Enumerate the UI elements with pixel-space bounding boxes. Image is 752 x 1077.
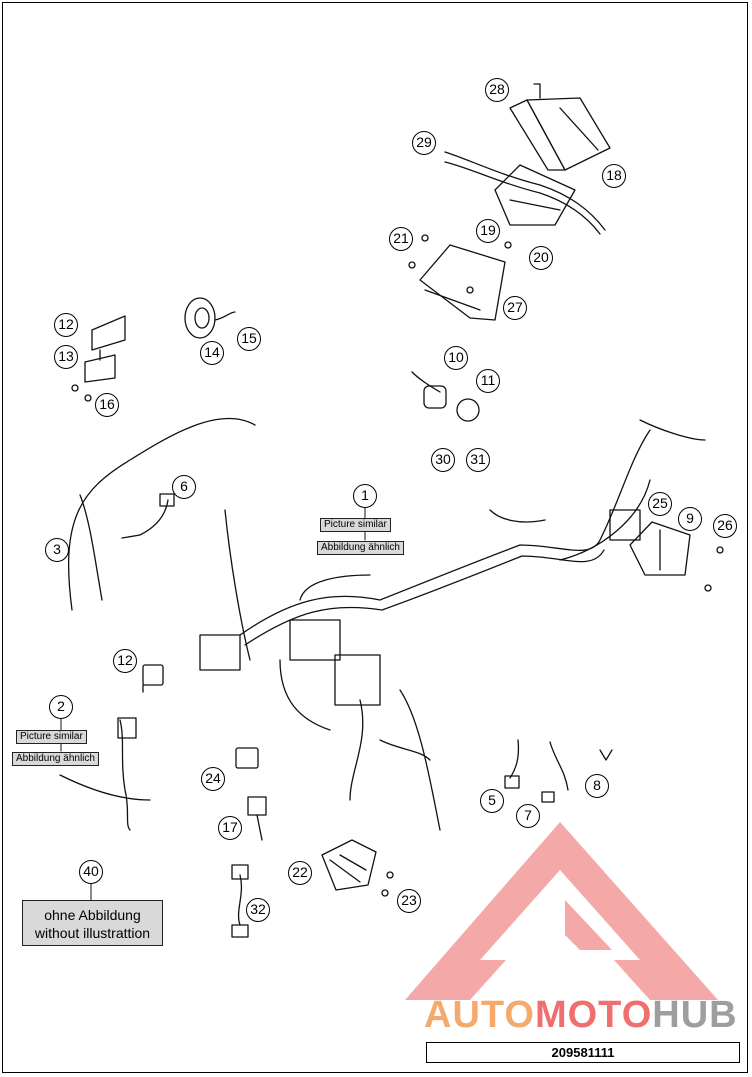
callout: 20 (529, 246, 553, 270)
callout: 24 (201, 767, 225, 791)
callout: 6 (172, 475, 196, 499)
callout: 31 (466, 448, 490, 472)
callout: 15 (237, 327, 261, 351)
watermark-text: AUTOMOTOHUB (424, 994, 738, 1037)
callout: 19 (476, 219, 500, 243)
callout: 9 (678, 507, 702, 531)
callout: 26 (713, 514, 737, 538)
callout: 13 (54, 345, 78, 369)
relay (142, 664, 164, 693)
callout: 11 (476, 369, 500, 393)
callout: 22 (288, 861, 312, 885)
callout: 17 (218, 816, 242, 840)
callout: 18 (602, 164, 626, 188)
cable-3 (68, 417, 256, 611)
main-wiring-harness (199, 419, 706, 831)
cable-tie (599, 749, 613, 761)
watermark-logo (405, 822, 718, 1000)
callout: 7 (516, 804, 540, 828)
abbildung-aehnlich-tag: Abbildung ähnlich (317, 541, 404, 555)
handlebar-switch (59, 717, 151, 831)
battery-strap (444, 151, 606, 235)
picture-similar-tag: Picture similar (16, 730, 87, 744)
note-line-en: without illustrattion (34, 925, 151, 941)
picture-similar-tag: Picture similar (320, 518, 391, 532)
callout: 12 (54, 313, 78, 337)
sensor-7 (541, 741, 569, 803)
callout: 21 (389, 227, 413, 251)
callout: 28 (485, 78, 509, 102)
without-illustration-note: ohne Abbildung without illustrattion (22, 900, 163, 946)
callout: 10 (444, 346, 468, 370)
callout: 32 (246, 898, 270, 922)
watermark-part-moto: MOTO (534, 994, 653, 1036)
drawing-number: 209581111 (426, 1042, 740, 1063)
watermark-part-hub: HUB (652, 994, 738, 1036)
leader-lines (60, 507, 366, 901)
callout: 8 (585, 774, 609, 798)
note-line-de: ohne Abbildung (44, 907, 141, 923)
callout: 2 (49, 695, 73, 719)
sensor-6 (121, 493, 175, 539)
watermark-part-auto: AUTO (424, 994, 535, 1036)
callout: 14 (200, 341, 224, 365)
sensor-5 (504, 739, 520, 789)
callout: 27 (503, 296, 527, 320)
battery-tray (408, 234, 512, 321)
connector-32 (231, 864, 249, 938)
callout: 1 (353, 484, 377, 508)
callout: 29 (412, 131, 436, 155)
abbildung-aehnlich-tag: Abbildung ähnlich (12, 752, 99, 766)
callout: 3 (45, 538, 69, 562)
callout: 40 (79, 860, 103, 884)
battery-holder (494, 164, 576, 226)
callout: 23 (397, 889, 421, 913)
horn (184, 297, 236, 339)
callout: 25 (648, 492, 672, 516)
voltage-regulator (321, 839, 394, 897)
callout: 16 (95, 393, 119, 417)
connector-24 (235, 747, 259, 769)
callout: 12 (113, 649, 137, 673)
callout: 30 (431, 448, 455, 472)
ignition-lock (411, 371, 480, 422)
battery (509, 83, 611, 171)
callout: 5 (480, 789, 504, 813)
horn-bracket (71, 315, 126, 402)
connector-17 (247, 796, 267, 841)
fuse-box (629, 521, 724, 592)
